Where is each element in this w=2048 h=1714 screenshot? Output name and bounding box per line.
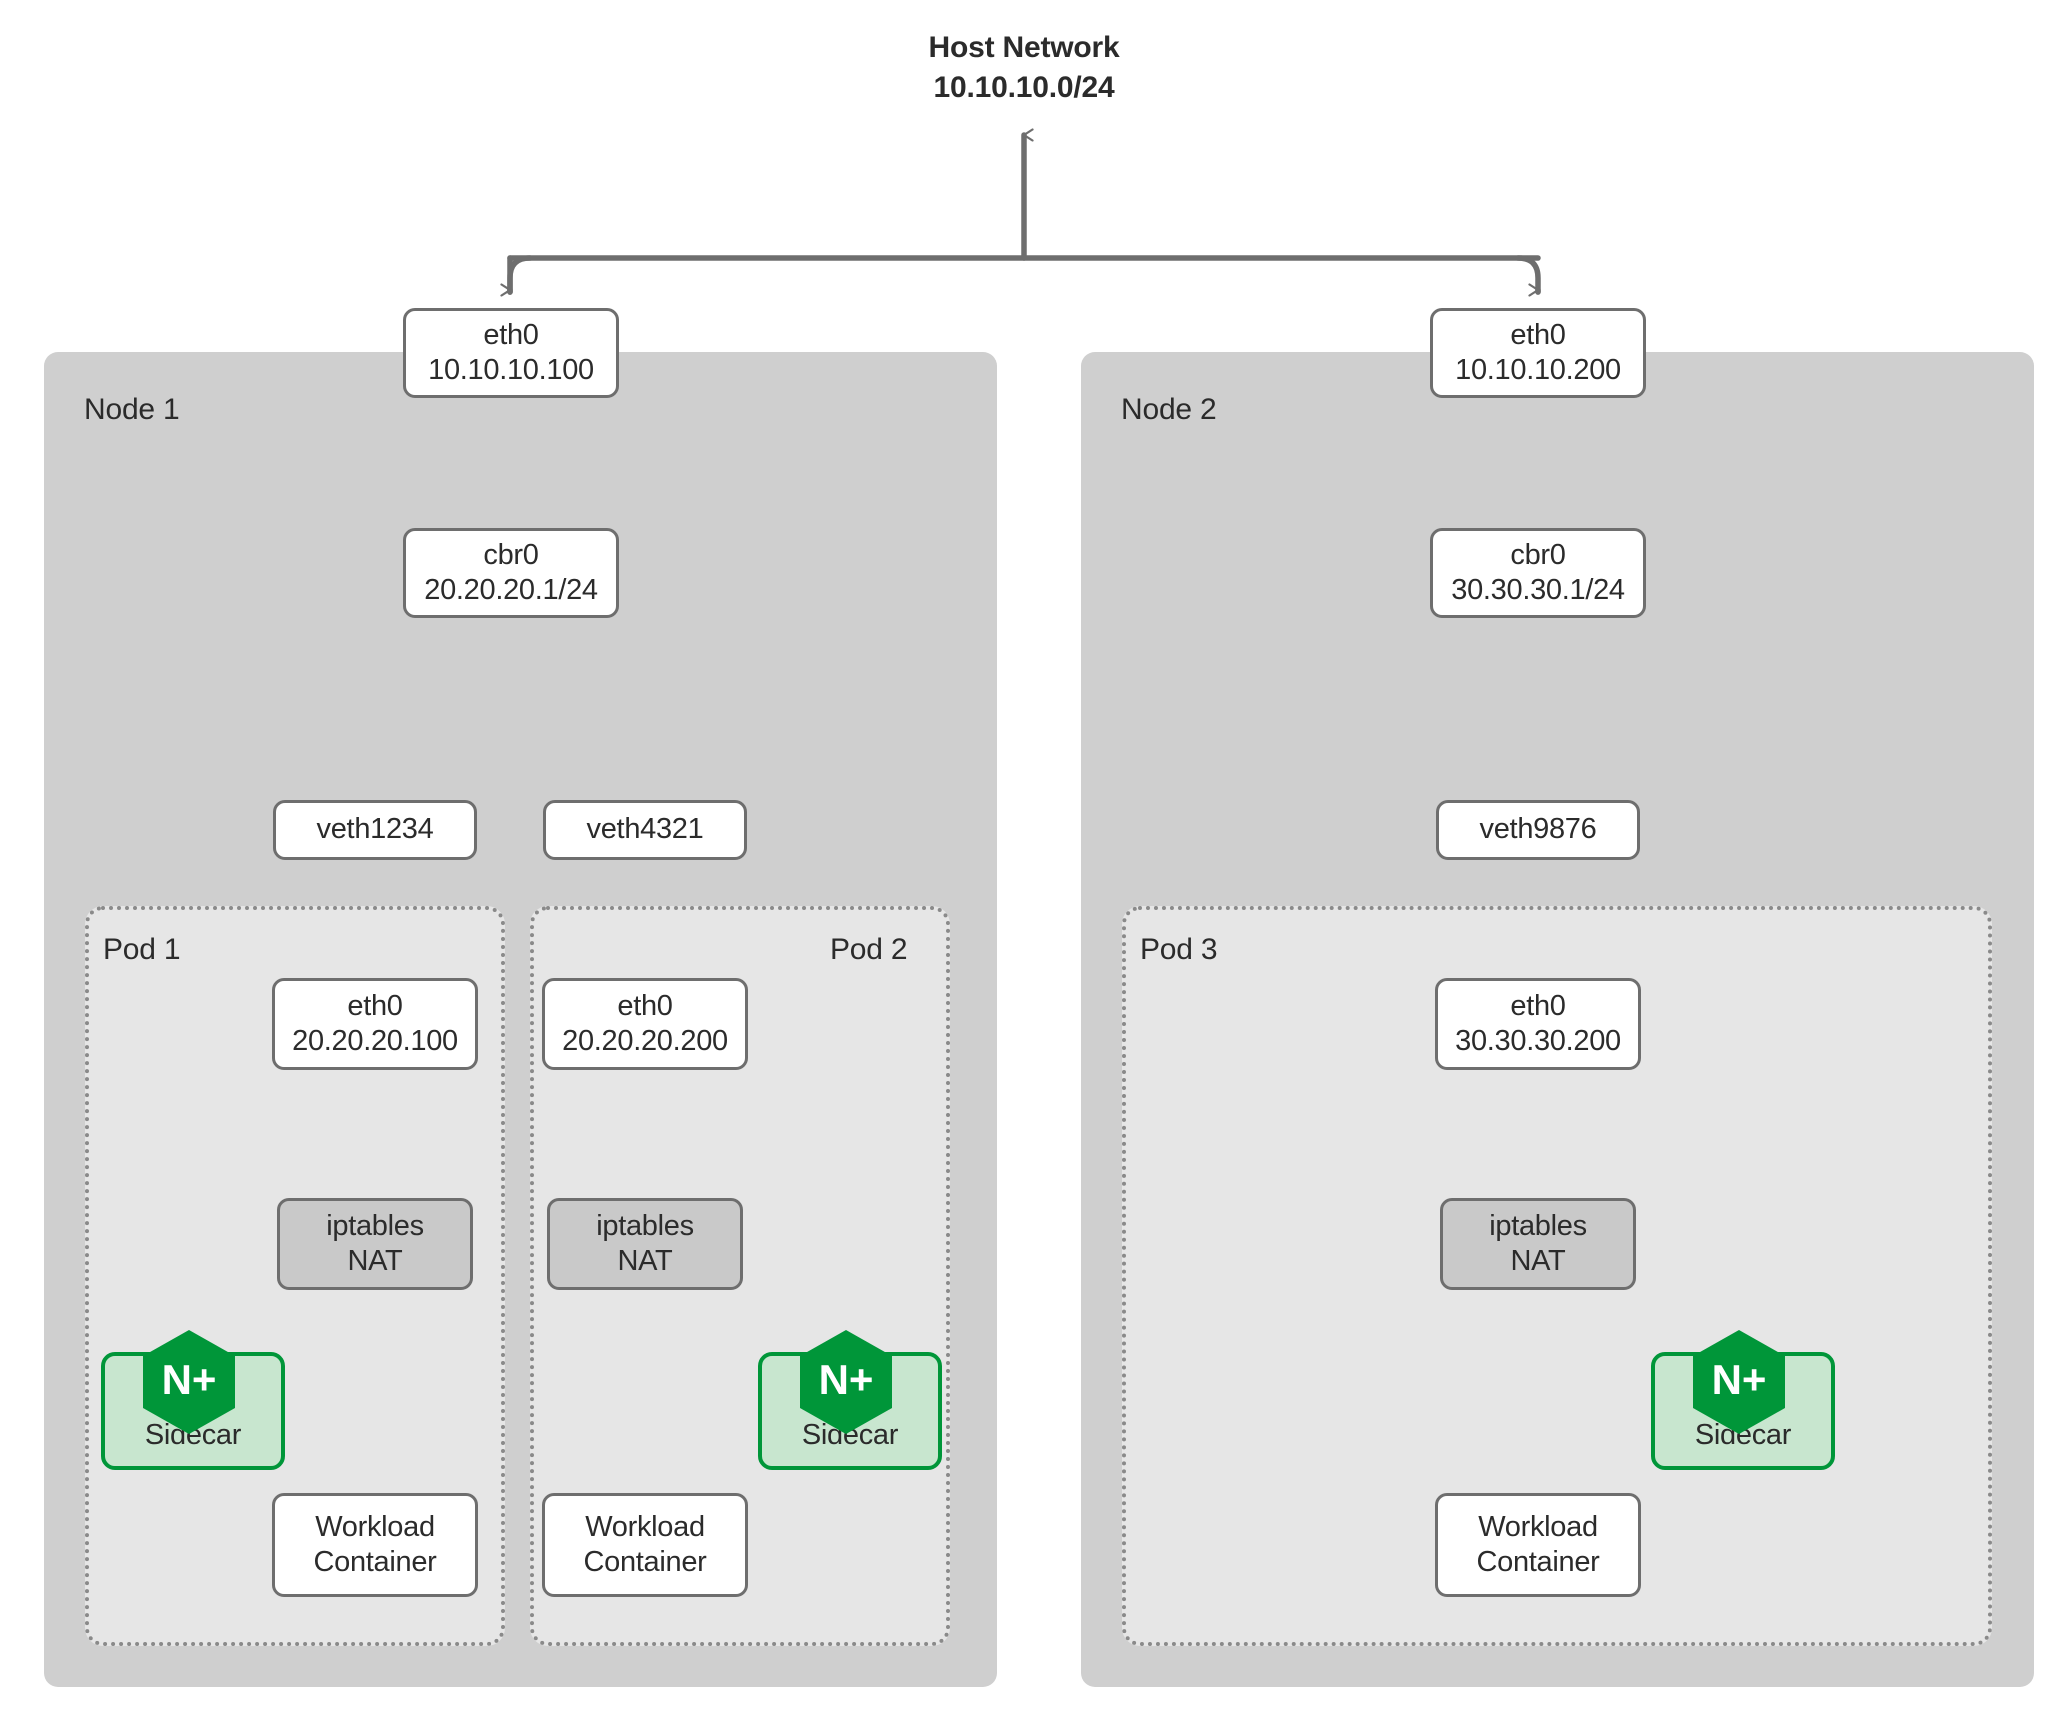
node1-veth1234-box[interactable]: veth1234 [273,800,477,860]
title-line-cidr: 10.10.10.0/24 [933,70,1115,104]
node1-veth1234-label: veth1234 [316,813,434,846]
pod-label-1: Pod 1 [103,933,181,966]
pod2-eth0-ip: 20.20.20.200 [562,1025,728,1057]
pod1-eth0-box[interactable]: eth0 20.20.20.100 [272,978,478,1070]
edge-bus-right-elbow [1515,255,1541,295]
node1-cbr0-ip: 20.20.20.1/24 [424,574,598,606]
pod-label-2: Pod 2 [830,933,908,966]
node-label-1: Node 1 [84,393,180,426]
node2-eth0-ip: 10.10.10.200 [1455,354,1621,386]
pod-label-3: Pod 3 [1140,933,1218,966]
nginx-plus-icon: N+ [1693,1330,1785,1434]
node2-veth9876-label: veth9876 [1479,813,1597,846]
pod2-workload-line2: Container [583,1546,707,1578]
edge-bus-left-elbow [507,255,533,295]
pod1-eth0-ip: 20.20.20.100 [292,1025,458,1057]
pod1-workload-line2: Container [313,1546,437,1578]
node1-veth4321-label: veth4321 [586,813,704,846]
pod1-iptables-nat-box[interactable]: iptables NAT [277,1198,473,1290]
node2-eth0-name: eth0 [1510,318,1566,351]
pod1-nat-line2: NAT [347,1245,403,1277]
pod2-nat-line2: NAT [617,1245,673,1277]
pod3-workload-line1: Workload [1478,1510,1598,1543]
node2-eth0-box[interactable]: eth0 10.10.10.200 [1430,308,1646,398]
pod2-eth0-box[interactable]: eth0 20.20.20.200 [542,978,748,1070]
nginx-plus-icon: N+ [800,1330,892,1434]
pod2-nat-line1: iptables [596,1209,694,1242]
node2-veth9876-box[interactable]: veth9876 [1436,800,1640,860]
node1-cbr0-box[interactable]: cbr0 20.20.20.1/24 [403,528,619,618]
node-label-2: Node 2 [1121,393,1217,426]
node2-cbr0-name: cbr0 [1510,538,1566,571]
pod1-workload-box[interactable]: Workload Container [272,1493,478,1597]
svg-text:N+: N+ [1712,1356,1767,1403]
pod1-workload-line1: Workload [315,1510,435,1543]
node1-eth0-box[interactable]: eth0 10.10.10.100 [403,308,619,398]
pod3-workload-box[interactable]: Workload Container [1435,1493,1641,1597]
pod3-eth0-name: eth0 [1510,989,1566,1022]
pod2-workload-line1: Workload [585,1510,705,1543]
node1-eth0-name: eth0 [483,318,539,351]
pod3-sidecar-group[interactable]: Sidecar N+ [1651,1330,1835,1470]
node1-cbr0-name: cbr0 [483,538,539,571]
node2-cbr0-ip: 30.30.30.1/24 [1451,574,1625,606]
page-title: Host Network 10.10.10.0/24 [724,28,1324,107]
pod3-nat-line1: iptables [1489,1209,1587,1242]
nginx-plus-icon: N+ [143,1330,235,1434]
pod3-iptables-nat-box[interactable]: iptables NAT [1440,1198,1636,1290]
pod2-iptables-nat-box[interactable]: iptables NAT [547,1198,743,1290]
pod1-sidecar-group[interactable]: Sidecar N+ [101,1330,285,1470]
svg-text:N+: N+ [162,1356,217,1403]
node1-eth0-ip: 10.10.10.100 [428,354,594,386]
title-line-network: Host Network [928,31,1120,64]
pod1-eth0-name: eth0 [347,989,403,1022]
pod3-nat-line2: NAT [1510,1245,1566,1277]
pod2-eth0-name: eth0 [617,989,673,1022]
pod3-eth0-ip: 30.30.30.200 [1455,1025,1621,1057]
edge-noop [498,240,510,258]
node1-veth4321-box[interactable]: veth4321 [543,800,747,860]
pod2-workload-box[interactable]: Workload Container [542,1493,748,1597]
pod3-eth0-box[interactable]: eth0 30.30.30.200 [1435,978,1641,1070]
pod1-nat-line1: iptables [326,1209,424,1242]
svg-text:N+: N+ [819,1356,874,1403]
pod3-workload-line2: Container [1476,1546,1600,1578]
node2-cbr0-box[interactable]: cbr0 30.30.30.1/24 [1430,528,1646,618]
pod2-sidecar-group[interactable]: Sidecar N+ [758,1330,942,1470]
